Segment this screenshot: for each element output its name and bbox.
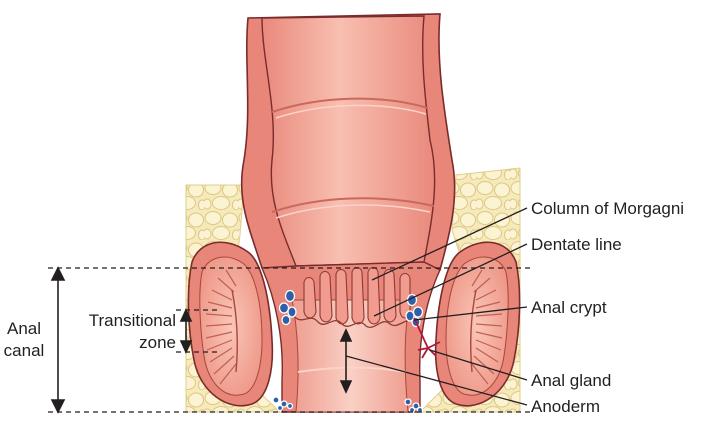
label-anal-canal-line2: canal (4, 341, 45, 360)
dentate-line-contour (293, 315, 415, 328)
label-anal-gland: Anal gland (531, 371, 611, 390)
columns-of-morgagni (303, 266, 411, 325)
label-transitional-line1: Transitional (89, 311, 176, 330)
label-dentate-line: Dentate line (531, 235, 622, 254)
rectum-lumen (261, 15, 436, 267)
rectal-fold (271, 197, 435, 213)
label-transitional-line2: zone (139, 333, 176, 352)
leader-lines (345, 207, 528, 406)
anal-gland-duct (413, 317, 441, 359)
label-anal-canal-line1: Anal (7, 319, 41, 338)
rectal-fold (275, 104, 427, 119)
anoderm-surface (297, 366, 407, 373)
anal-canal (260, 261, 441, 413)
left-sphincter (187, 241, 274, 407)
measurement-arrows (50, 266, 353, 414)
leader-column-of-morgagni (371, 207, 528, 281)
rectal-fold (275, 204, 431, 219)
leader-anal-gland (429, 349, 528, 381)
rectal-fold (271, 97, 429, 113)
right-sphincter (434, 241, 521, 407)
label-anal-crypt: Anal crypt (531, 298, 607, 317)
reference-lines (48, 267, 530, 413)
leader-anoderm (345, 355, 528, 406)
label-anoderm: Anoderm (531, 397, 600, 416)
labels: Column of Morgagni Dentate line Anal cry… (4, 199, 684, 416)
leader-dentate-line (373, 243, 528, 317)
label-column-of-morgagni: Column of Morgagni (531, 199, 684, 218)
leader-anal-crypt (413, 306, 528, 321)
